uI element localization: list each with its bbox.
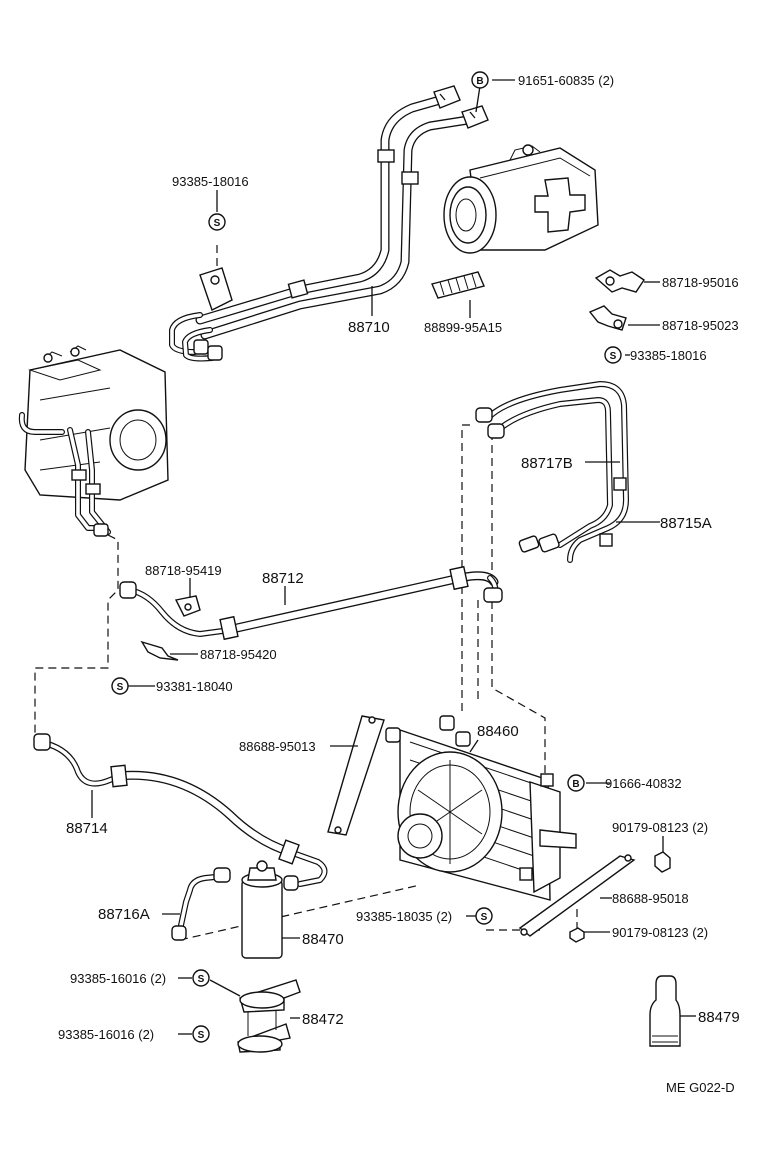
svg-text:S: S [481,912,488,923]
badges: B S S S B S S S [111,71,622,1043]
label-88717b: 88717B [521,455,573,472]
label-88688-95013: 88688-95013 [239,739,316,754]
svg-text:S: S [198,974,205,985]
label-88479: 88479 [698,1009,740,1026]
screw-badge: S [475,907,493,925]
svg-text:B: B [476,76,483,87]
rubber-pad-88899 [431,271,485,299]
hose-88714 [33,733,328,891]
hose-88712 [119,565,503,641]
hoses-88717b-88715a [475,381,629,563]
condenser-88460 [385,715,577,901]
label-88718-95023: 88718-95023 [662,318,739,333]
hose-assembly-88710 [169,85,489,362]
label-88718-95016: 88718-95016 [662,275,739,290]
nuts-90179 [569,851,671,943]
receiver-88470 [241,860,283,959]
bolt-badge: B [567,774,585,792]
label-93385-16016-b: 93385-16016 (2) [58,1027,154,1042]
pipe-88716a [171,867,231,941]
compressor [443,144,599,254]
svg-text:S: S [610,351,617,362]
label-88460: 88460 [477,723,519,740]
clamps-right-top [588,269,645,331]
label-93381-18040: 93381-18040 [156,679,233,694]
bolt-badge: B [471,71,489,89]
label-88714: 88714 [66,820,108,837]
bracket-88688-95018 [518,854,636,937]
label-88710: 88710 [348,319,390,336]
label-88715a: 88715A [660,515,712,532]
label-88472: 88472 [302,1011,344,1028]
label-88716a: 88716A [98,906,150,923]
label-93385-16016-a: 93385-16016 (2) [70,971,166,986]
label-93385-18035: 93385-18035 (2) [356,909,452,924]
bracket-88688-95013 [327,715,385,836]
bracket-88472 [237,979,301,1053]
svg-text:S: S [198,1030,205,1041]
label-93385-18016-top: 93385-18016 [172,174,249,189]
label-91651-60835: 91651-60835 (2) [518,73,614,88]
screw-badge: S [192,1025,210,1043]
label-90179-08123-a: 90179-08123 (2) [612,820,708,835]
diagram-code: ME G022-D [666,1080,735,1095]
leader-lines [91,79,696,1035]
label-93385-18016-right: 93385-18016 [630,348,707,363]
label-88470: 88470 [302,931,344,948]
screw-badge: S [604,346,622,364]
screw-badge: S [192,969,210,987]
label-88718-95420: 88718-95420 [200,647,277,662]
screw-badge: S [111,677,129,695]
label-91666-40832: 91666-40832 [605,776,682,791]
label-90179-08123-b: 90179-08123 (2) [612,925,708,940]
boot-88479 [649,975,681,1047]
svg-text:S: S [117,682,124,693]
clips-mid-left [140,595,201,661]
screw-badge: S [208,213,226,231]
evaporator-unit [18,345,169,537]
label-88899-95a15: 88899-95A15 [424,320,502,335]
part-labels: 91651-60835 (2) 93385-18016 88710 88899-… [58,73,740,1095]
label-88688-95018: 88688-95018 [612,891,689,906]
svg-text:S: S [214,218,221,229]
label-88718-95419: 88718-95419 [145,563,222,578]
svg-text:B: B [572,779,579,790]
label-88712: 88712 [262,570,304,587]
